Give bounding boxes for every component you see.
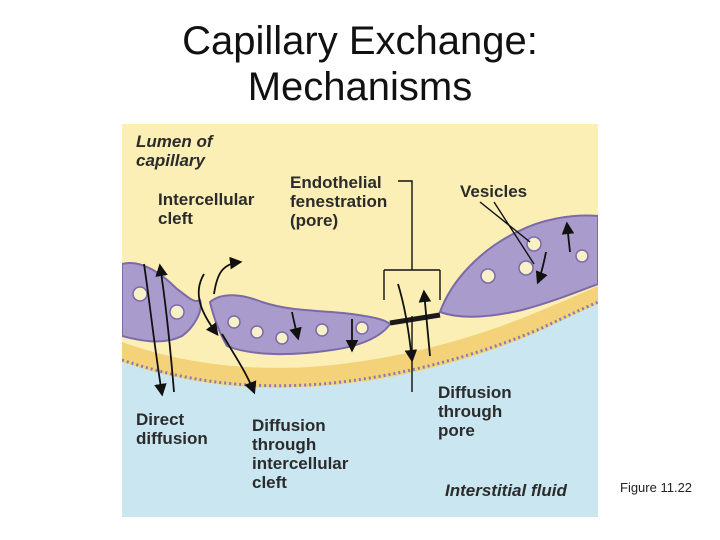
vesicle	[355, 321, 369, 335]
figure-caption: Figure 11.22	[620, 480, 693, 495]
vesicle	[132, 286, 148, 302]
vesicle-arrow-1	[289, 311, 302, 341]
direct-diffusion-arrow-up	[155, 263, 175, 393]
fenestration-pointer	[383, 180, 441, 300]
vesicle	[169, 304, 185, 320]
membrane-stipple	[122, 300, 598, 388]
intercellular-cleft-label: Intercellular cleft	[158, 190, 255, 228]
slide-title-line-2: Mechanisms	[247, 65, 473, 109]
endothelial-cell-middle	[208, 294, 392, 356]
vesicle-arrow-4	[561, 221, 575, 253]
vesicle	[227, 315, 241, 329]
vesicle	[518, 260, 534, 276]
flow-arrows	[143, 221, 575, 397]
capillary-exchange-diagram: Lumen of capillary Intercellular cleft E…	[122, 124, 598, 517]
vesicles-pointer-2	[493, 201, 535, 265]
vesicles-label: Vesicles	[460, 182, 528, 201]
vesicle	[575, 249, 589, 263]
diagram-artwork	[122, 124, 598, 517]
pore-arrow-up	[418, 289, 432, 357]
interstitial-fluid-label: Interstitial fluid	[445, 481, 567, 500]
cleft-arrow-out	[197, 273, 219, 337]
slide-title-line-1: Capillary Exchange:	[182, 19, 538, 63]
diffusion-through-cleft-label: Diffusion through intercellular cleft	[252, 416, 349, 492]
vesicle	[526, 236, 542, 252]
interstitial-fluid-region	[122, 302, 598, 517]
vesicles	[132, 236, 589, 345]
basement-membrane	[122, 286, 598, 388]
vesicle	[275, 331, 289, 345]
direct-diffusion-arrow-down	[143, 263, 167, 397]
pore-arrow-down	[397, 283, 418, 363]
vesicle	[315, 323, 329, 337]
lumen-of-capillary-label: Lumen of capillary	[136, 132, 213, 170]
vesicle	[480, 268, 496, 284]
cleft-arrow-up	[213, 256, 243, 295]
endothelial-fenestration-label: Endothelial fenestration (pore)	[290, 173, 388, 230]
vesicle-arrow-3	[535, 251, 548, 285]
direct-diffusion-label: Direct diffusion	[136, 410, 208, 448]
vesicles-pointer-1	[479, 201, 531, 243]
diffusion-through-pore-label: Diffusion through pore	[438, 383, 512, 440]
slide-title: Capillary Exchange: Mechanisms	[60, 18, 660, 110]
cleft-arrow-down	[221, 333, 257, 395]
vesicle	[250, 325, 264, 339]
fenestration-pore	[389, 312, 441, 326]
